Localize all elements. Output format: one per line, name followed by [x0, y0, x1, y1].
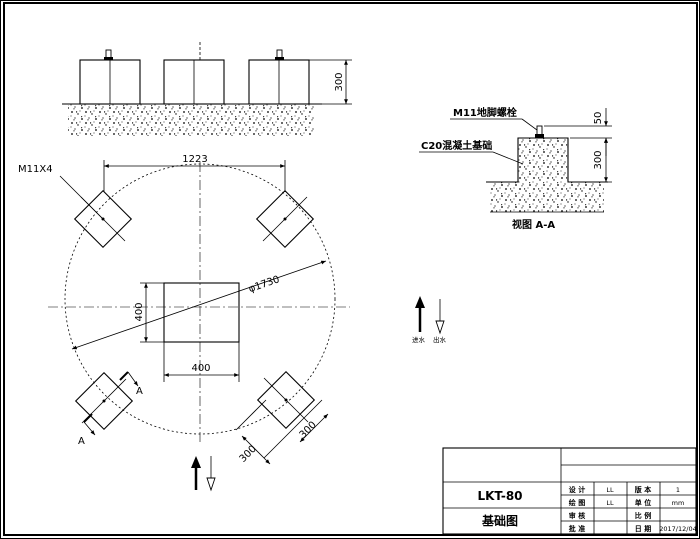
title-drawing-name: 基础图 — [481, 513, 518, 528]
row1-label2: 版 本 — [635, 485, 651, 494]
legend-in-label: 进水 — [412, 335, 426, 344]
ground-gravel — [68, 104, 314, 136]
title-model: LKT-80 — [477, 489, 522, 503]
section-marker-upper: A — [136, 386, 143, 397]
legend-out-label: 出水 — [433, 335, 447, 344]
center-pad: 400 400 — [134, 282, 240, 382]
row4-label2: 日 期 — [635, 524, 651, 533]
row2-value2: mm — [672, 499, 685, 507]
bolt-label-plan: M11X4 — [18, 164, 53, 175]
plan-view: 400 400 φ1730 — [18, 154, 350, 492]
top-elevation: 300 — [62, 40, 352, 136]
section-cut-marker-a: A — [119, 371, 143, 397]
section-cut-marker-b: A — [78, 413, 96, 447]
row2-label2: 单 位 — [635, 498, 651, 507]
anchor-bolt-left — [104, 49, 113, 60]
row3-label1: 审 核 — [569, 511, 585, 520]
anchor-bolt-right — [275, 49, 284, 60]
diameter-dim: φ1730 — [247, 274, 281, 295]
row1-value2: 1 — [676, 486, 680, 494]
section-marker-lower: A — [78, 436, 85, 447]
section-view: M11地脚螺栓 C20混凝土基础 50 300 视图 A-A — [419, 106, 612, 231]
section-concrete-label: C20混凝土基础 — [421, 139, 492, 152]
pad-size-dim-b: 300 — [298, 420, 319, 441]
flow-legend: 进水 出水 — [412, 296, 447, 344]
row2-label1: 绘 图 — [569, 498, 585, 507]
title-block: LKT-80 基础图 设 计 LL 版 本 1 绘 图 LL 单 位 mm 审 … — [442, 447, 697, 535]
pad-size-dim-a: 300 — [238, 444, 259, 465]
pad-height-dim: 400 — [134, 302, 145, 321]
row3-label2: 比 例 — [635, 511, 651, 520]
section-caption: 视图 A-A — [512, 218, 555, 231]
pad-top-right — [255, 189, 315, 249]
row1-value1: LL — [606, 486, 614, 494]
section-bolt-label: M11地脚螺栓 — [453, 106, 517, 119]
section-gravel — [490, 138, 604, 212]
section-dim-height: 300 — [593, 150, 604, 169]
row4-value2: 2017/12/04 — [659, 525, 696, 533]
flow-arrows-plan — [191, 456, 216, 492]
row2-value1: LL — [606, 499, 614, 507]
pad-width-dim: 400 — [191, 363, 210, 374]
pad-bottom-right — [256, 370, 316, 430]
row1-label1: 设 计 — [569, 485, 585, 494]
row4-label1: 批 准 — [569, 524, 585, 533]
section-dim-top: 50 — [593, 112, 604, 125]
top-height-dim: 300 — [334, 72, 345, 91]
inner-frame — [3, 2, 698, 536]
spacing-dim: 1223 — [182, 154, 207, 165]
